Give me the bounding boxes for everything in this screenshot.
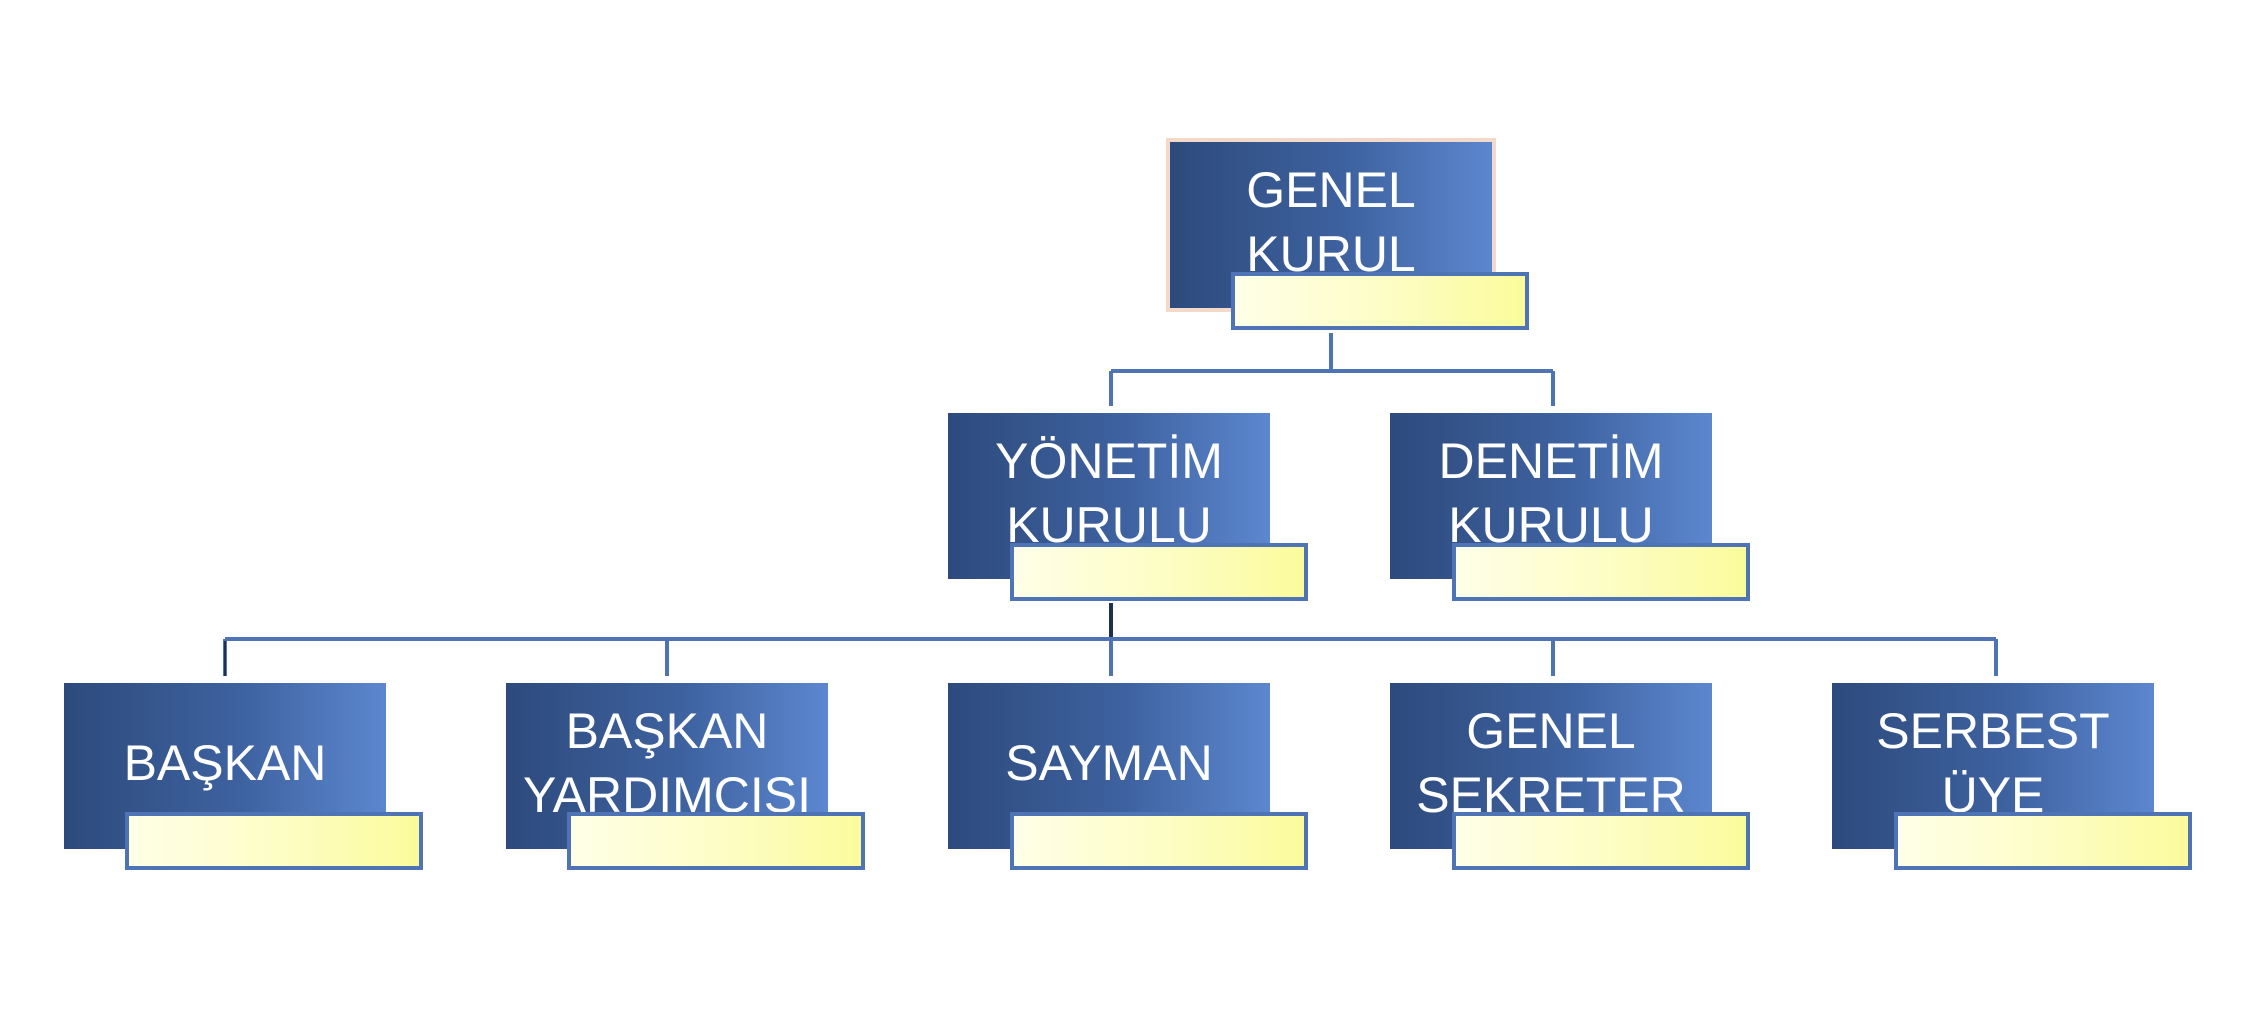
label-box-sayman[interactable] xyxy=(1010,812,1308,870)
node-sayman-line-1: SAYMAN xyxy=(1005,735,1213,791)
label-box-baskan-yardimcisi[interactable] xyxy=(567,812,865,870)
label-box-serbest-uye[interactable] xyxy=(1894,812,2192,870)
label-box-baskan[interactable] xyxy=(125,812,423,870)
node-genel-kurul-line-1: GENEL xyxy=(1246,162,1416,218)
node-serbest-uye-line-1: SERBEST xyxy=(1876,703,2110,759)
node-genel-sekreter-line-1: GENEL xyxy=(1466,703,1636,759)
label-box-genel-kurul[interactable] xyxy=(1231,272,1529,330)
label-box-yonetim-kurulu[interactable] xyxy=(1010,543,1308,601)
node-denetim-kurulu-line-1: DENETİM xyxy=(1438,433,1664,489)
label-box-genel-sekreter[interactable] xyxy=(1452,812,1750,870)
label-box-denetim-kurulu[interactable] xyxy=(1452,543,1750,601)
node-baskan-line-1: BAŞKAN xyxy=(123,735,327,791)
node-baskan-yardimcisi-line-1: BAŞKAN xyxy=(565,703,769,759)
node-yonetim-kurulu-line-1: YÖNETİM xyxy=(995,433,1223,489)
